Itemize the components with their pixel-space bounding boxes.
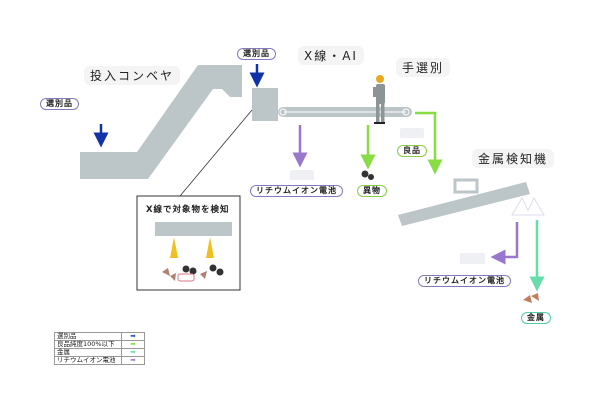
worker-icon — [373, 75, 385, 124]
xray-beam — [206, 237, 214, 258]
xray-ai-title: X線・AI — [298, 46, 364, 65]
metal-pieces-icon — [523, 293, 539, 303]
foreign-objects-icon — [361, 170, 374, 180]
sorted-label-left: 選別品 — [40, 98, 79, 110]
li-battery-label-2: リチウムイオン電池 — [418, 275, 511, 287]
good-label: 良品 — [397, 145, 427, 157]
arrow-icon: ➡ — [121, 356, 145, 365]
battery-item — [460, 253, 485, 264]
legend-row: リチウムイオン電池➡ — [54, 356, 145, 365]
callout-line — [179, 109, 253, 197]
metal-detector-title: 金属検知機 — [472, 149, 555, 168]
sorted-label-top: 選別品 — [237, 48, 276, 60]
xray-beam — [170, 237, 178, 258]
legend-label: リチウムイオン電池 — [54, 356, 122, 365]
metal-detector-head — [453, 178, 479, 194]
callout-title: X線で対象物を検知 — [146, 205, 230, 215]
battery-item — [290, 170, 314, 180]
input-conveyor — [80, 65, 242, 179]
good-arrow — [415, 111, 443, 175]
li-battery-arrow-2 — [490, 222, 519, 265]
legend: 選別品➡ 良品純度100%以下➡ 金属➡ リチウムイオン電池➡ — [54, 332, 145, 365]
hand-sorting-title: 手選別 — [396, 58, 451, 77]
xray-machine — [252, 88, 278, 121]
roller — [402, 108, 410, 116]
xray-source — [155, 222, 232, 236]
li-battery-label-1: リチウムイオン電池 — [250, 185, 343, 197]
input-conveyor-title: 投入コンベヤ — [84, 66, 181, 85]
foreign-label: 異物 — [357, 185, 387, 197]
roller — [279, 108, 287, 116]
good-item — [400, 128, 424, 138]
detected-items-icon — [162, 264, 224, 282]
metal-detector-conveyor — [398, 182, 530, 226]
metal-label: 金属 — [521, 312, 551, 324]
chute — [511, 196, 545, 216]
